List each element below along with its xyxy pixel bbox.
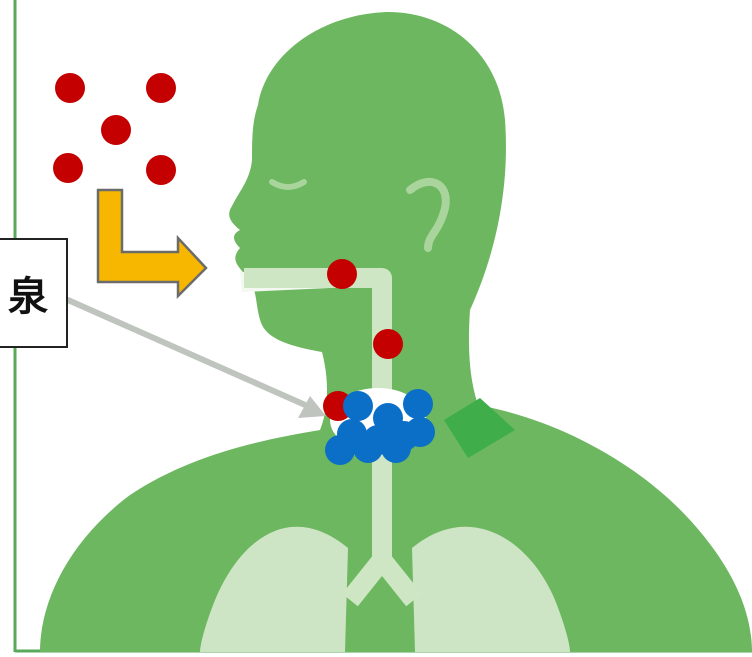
immune-cell-dot <box>325 435 355 465</box>
label-text: 泉 <box>8 264 48 322</box>
immune-cell-dot <box>403 389 433 419</box>
virus-dot <box>373 329 403 359</box>
virus-dot <box>327 259 357 289</box>
virus-dot <box>55 73 85 103</box>
inhale-arrow <box>98 190 206 296</box>
label-box: 泉 <box>0 238 68 348</box>
virus-dot <box>146 73 176 103</box>
virus-dot <box>146 155 176 185</box>
virus-dot <box>53 153 83 183</box>
immune-cell-dot <box>381 433 411 463</box>
virus-dot <box>101 115 131 145</box>
immune-cell-dot <box>353 433 383 463</box>
immune-cell-dot <box>343 391 373 421</box>
